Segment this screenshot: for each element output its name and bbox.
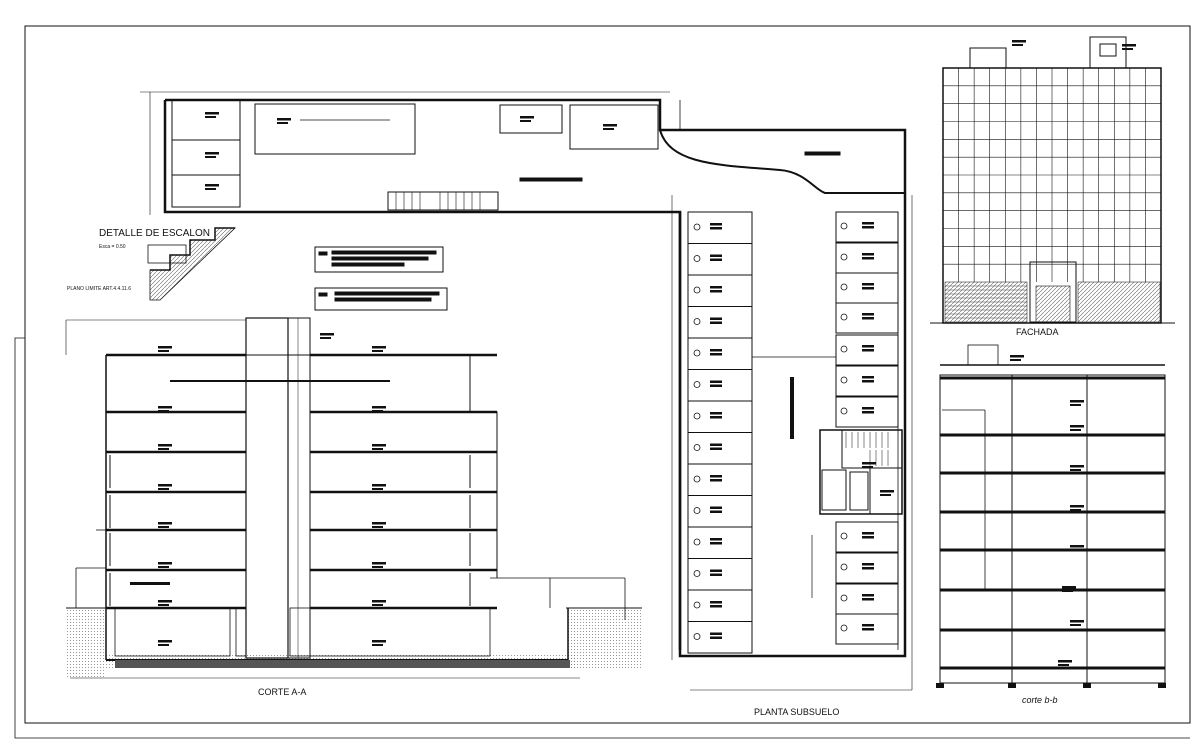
detalle-escalon [147,227,236,301]
label-fachada: FACHADA [1016,327,1059,337]
label-planta-subsuelo: PLANTA SUBSUELO [754,707,839,717]
notes-boxes [314,246,448,311]
sheet-border [14,25,1191,739]
planta-subsuelo [671,195,913,691]
upper-plan [140,91,907,650]
label-detalle-scale: Esca = 0.50 [99,244,126,250]
label-plano-limite: PLANO LIMITE ART.4.4.11.6 [67,286,131,292]
label-corte-bb: corte b-b [1022,695,1058,705]
fachada [930,36,1175,324]
annotation-marks [158,40,1136,666]
corte-aa [65,317,642,679]
label-corte-aa: CORTE A-A [258,687,306,697]
label-detalle-escalon: DETALLE DE ESCALON [99,228,210,239]
corte-bb [936,344,1166,688]
